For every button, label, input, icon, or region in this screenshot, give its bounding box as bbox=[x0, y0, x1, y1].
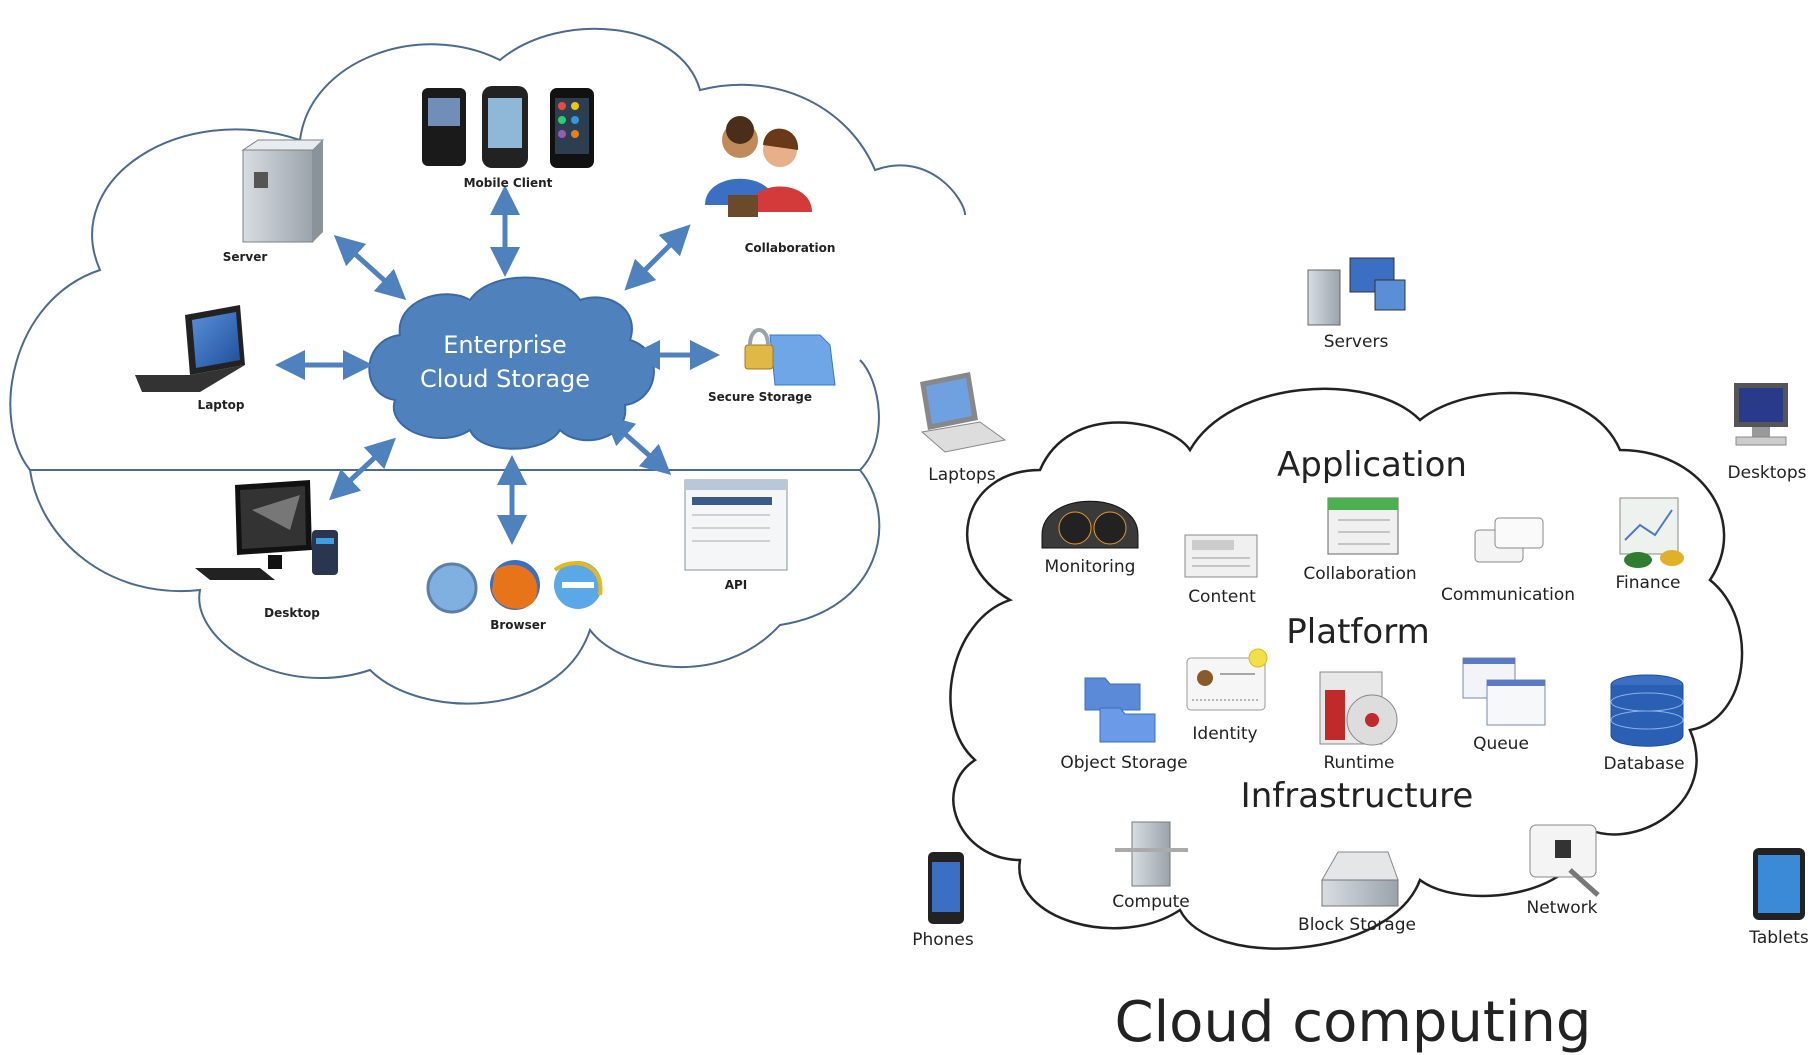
mobile-client-label: Mobile Client bbox=[463, 176, 553, 190]
connection-arrows bbox=[275, 185, 720, 545]
queue-icon bbox=[1462, 657, 1546, 726]
block-storage-label: Block Storage bbox=[1298, 915, 1416, 935]
collaboration-label: Collaboration bbox=[744, 241, 836, 255]
arrow-server bbox=[333, 234, 407, 301]
mobile-client-icon bbox=[422, 86, 594, 168]
desktop-label: Desktop bbox=[264, 606, 320, 620]
desktops-label: Desktops bbox=[1727, 463, 1807, 483]
center-label-line2: Cloud Storage bbox=[419, 365, 591, 393]
api-label: API bbox=[724, 578, 748, 592]
identity-icon bbox=[1186, 648, 1268, 711]
object-storage-label: Object Storage bbox=[1060, 753, 1188, 773]
compute-icon bbox=[1115, 821, 1188, 887]
servers-label: Servers bbox=[1323, 332, 1389, 352]
arrow-api bbox=[603, 415, 672, 475]
server-label: Server bbox=[222, 250, 268, 264]
database-icon bbox=[1610, 674, 1684, 747]
network-icon bbox=[1529, 824, 1600, 897]
database-label: Database bbox=[1603, 754, 1685, 774]
collaboration-calendar-icon bbox=[1327, 497, 1399, 555]
secure-storage-label: Secure Storage bbox=[707, 390, 813, 404]
content-icon bbox=[1184, 534, 1258, 578]
collaboration-app-label: Collaboration bbox=[1303, 564, 1417, 584]
monitoring-icon bbox=[1041, 500, 1139, 549]
laptop-icon bbox=[135, 305, 245, 392]
center-label-line1: Enterprise bbox=[443, 331, 567, 359]
phones-label: Phones bbox=[912, 930, 974, 950]
compute-label: Compute bbox=[1112, 892, 1190, 912]
secure-storage-icon bbox=[744, 328, 836, 386]
communication-icon bbox=[1474, 517, 1544, 563]
tablets-icon bbox=[1753, 848, 1805, 920]
laptops-label: Laptops bbox=[928, 465, 996, 485]
phones-icon bbox=[928, 852, 964, 924]
monitoring-label: Monitoring bbox=[1044, 557, 1136, 577]
application-heading: Application bbox=[1277, 445, 1467, 485]
block-storage-icon bbox=[1321, 851, 1399, 907]
server-tower-icon bbox=[241, 139, 325, 243]
laptops-icon bbox=[920, 372, 1007, 453]
identity-label: Identity bbox=[1192, 724, 1258, 744]
browser-label: Browser bbox=[490, 618, 546, 632]
communication-label: Communication bbox=[1441, 585, 1575, 605]
servers-icon bbox=[1307, 257, 1406, 326]
left-cloud-edge bbox=[859, 359, 880, 471]
runtime-label: Runtime bbox=[1323, 753, 1395, 773]
cloud-computing-title: Cloud computing bbox=[1114, 990, 1592, 1055]
left-outer-cloud-outline bbox=[9, 27, 966, 705]
runtime-icon bbox=[1319, 671, 1398, 746]
finance-icon bbox=[1619, 497, 1684, 568]
content-label: Content bbox=[1188, 587, 1256, 607]
collaboration-people-icon bbox=[705, 116, 812, 217]
browser-icons bbox=[426, 560, 603, 614]
left-enterprise-cloud bbox=[9, 27, 966, 705]
center-label: Enterprise Cloud Storage bbox=[420, 328, 590, 396]
arrow-desktop bbox=[329, 437, 396, 501]
right-cloud-computing bbox=[920, 257, 1805, 950]
infrastructure-heading: Infrastructure bbox=[1240, 776, 1474, 816]
platform-heading: Platform bbox=[1286, 612, 1430, 652]
desktops-icon bbox=[1734, 383, 1788, 446]
desktop-computer-icon bbox=[195, 480, 338, 580]
queue-label: Queue bbox=[1473, 734, 1529, 754]
laptop-label: Laptop bbox=[197, 398, 245, 412]
network-label: Network bbox=[1526, 898, 1598, 918]
object-storage-icon bbox=[1084, 677, 1156, 743]
finance-label: Finance bbox=[1615, 573, 1681, 593]
tablets-label: Tablets bbox=[1749, 928, 1809, 948]
api-window-icon bbox=[684, 479, 788, 571]
arrow-collaboration bbox=[624, 224, 691, 291]
right-main-cloud-outline bbox=[949, 387, 1744, 950]
